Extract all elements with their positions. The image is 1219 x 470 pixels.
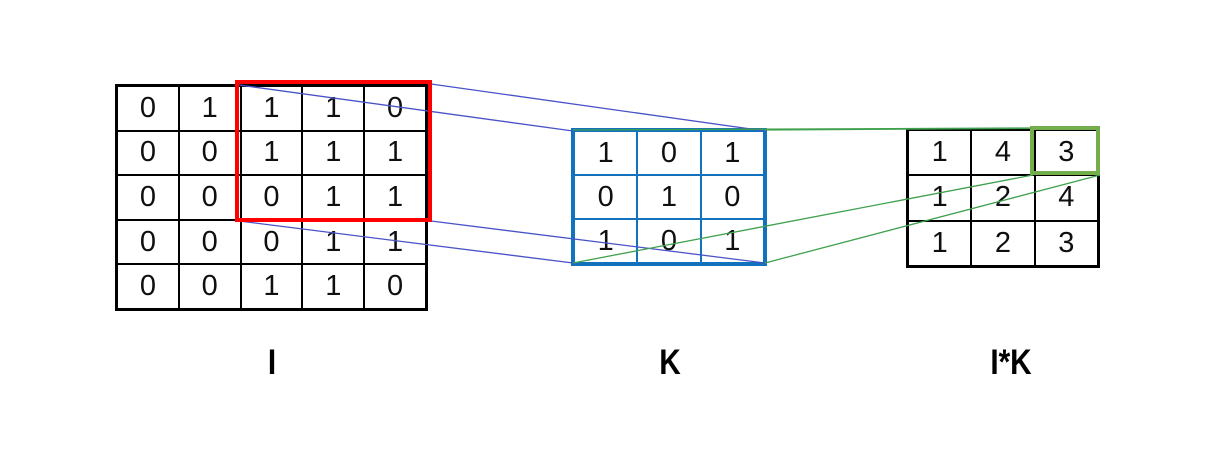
input-cell: 1 — [302, 219, 365, 265]
input-cell: 1 — [178, 86, 241, 131]
kernel-cell: 1 — [637, 175, 701, 219]
input-cell: 1 — [240, 264, 303, 309]
input-cell: 0 — [117, 86, 179, 131]
input-cell: 0 — [364, 86, 426, 131]
output-cell: 1 — [908, 220, 972, 266]
output-matrix: 1 4 3 1 2 4 1 2 3 — [906, 128, 1100, 268]
kernel-cell: 0 — [574, 175, 638, 219]
input-cell: 0 — [178, 219, 241, 265]
output-cell: 4 — [1034, 175, 1098, 221]
kernel-cell: 0 — [637, 219, 701, 263]
kernel-matrix-label: K — [659, 343, 681, 382]
kernel-cell: 1 — [700, 131, 764, 175]
output-cell-highlighted: 3 — [1034, 130, 1098, 176]
input-cell: 1 — [240, 86, 303, 131]
blue-connector-top-right — [430, 83, 766, 132]
input-cell: 1 — [364, 130, 426, 176]
output-matrix-label: I*K — [990, 343, 1032, 382]
output-cell: 2 — [971, 175, 1035, 221]
output-cell: 1 — [908, 130, 972, 176]
input-cell: 0 — [178, 130, 241, 176]
input-cell: 1 — [302, 130, 365, 176]
input-cell: 0 — [178, 264, 241, 309]
input-cell: 0 — [117, 264, 179, 309]
input-cell: 1 — [302, 175, 365, 220]
input-cell: 0 — [240, 219, 303, 265]
output-cell: 4 — [971, 130, 1035, 176]
output-cell: 2 — [971, 220, 1035, 266]
input-cell: 0 — [178, 175, 241, 220]
kernel-cell: 0 — [700, 175, 764, 219]
input-cell: 1 — [302, 86, 365, 131]
input-cell: 0 — [117, 130, 179, 176]
input-cell: 0 — [240, 175, 303, 220]
input-cell: 1 — [302, 264, 365, 309]
kernel-cell: 0 — [637, 131, 701, 175]
kernel-cell: 1 — [574, 131, 638, 175]
kernel-cell: 1 — [700, 219, 764, 263]
input-cell: 1 — [240, 130, 303, 176]
kernel-matrix: 1 0 1 0 1 0 1 0 1 — [571, 128, 767, 266]
input-cell: 0 — [117, 219, 179, 265]
output-cell: 1 — [908, 175, 972, 221]
input-cell: 1 — [364, 219, 426, 265]
input-cell: 0 — [364, 264, 426, 309]
input-cell: 0 — [117, 175, 179, 220]
input-matrix-label: I — [267, 343, 277, 382]
input-matrix: 0 1 1 1 0 0 0 1 1 1 0 0 0 1 1 0 0 0 1 1 … — [115, 84, 428, 311]
output-cell: 3 — [1034, 220, 1098, 266]
kernel-cell: 1 — [574, 219, 638, 263]
input-cell: 1 — [364, 175, 426, 220]
